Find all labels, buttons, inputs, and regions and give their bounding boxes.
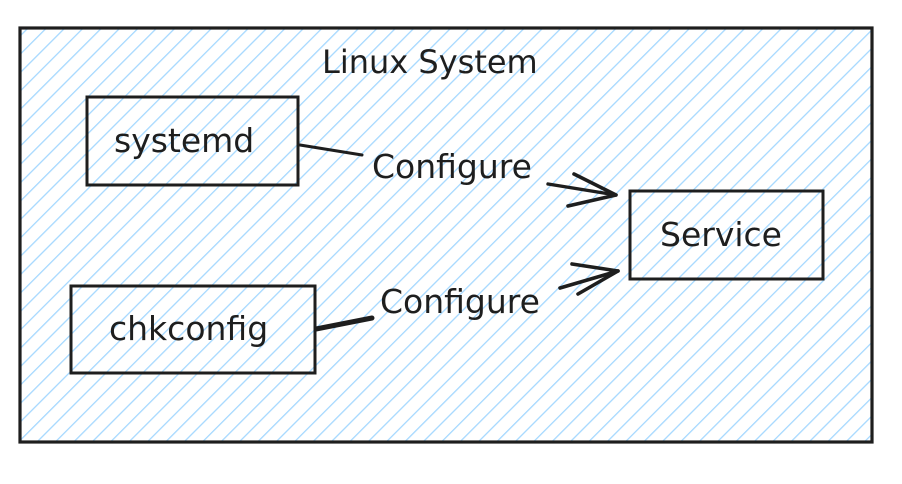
edge-systemd-to-service — [298, 143, 618, 208]
systemd-node — [85, 95, 300, 187]
arrowhead-icon — [566, 172, 618, 208]
service-label: Service — [660, 215, 782, 254]
edge-label-systemd: Configure — [372, 147, 532, 186]
arrowhead-icon — [570, 262, 620, 296]
container-title: Linux System — [322, 43, 538, 81]
chkconfig-label: chkconfig — [109, 309, 269, 348]
service-node — [628, 189, 825, 281]
edge-chkconfig-to-service — [313, 262, 620, 332]
edge-label-chkconfig: Configure — [380, 282, 540, 321]
systemd-label: systemd — [114, 121, 255, 160]
